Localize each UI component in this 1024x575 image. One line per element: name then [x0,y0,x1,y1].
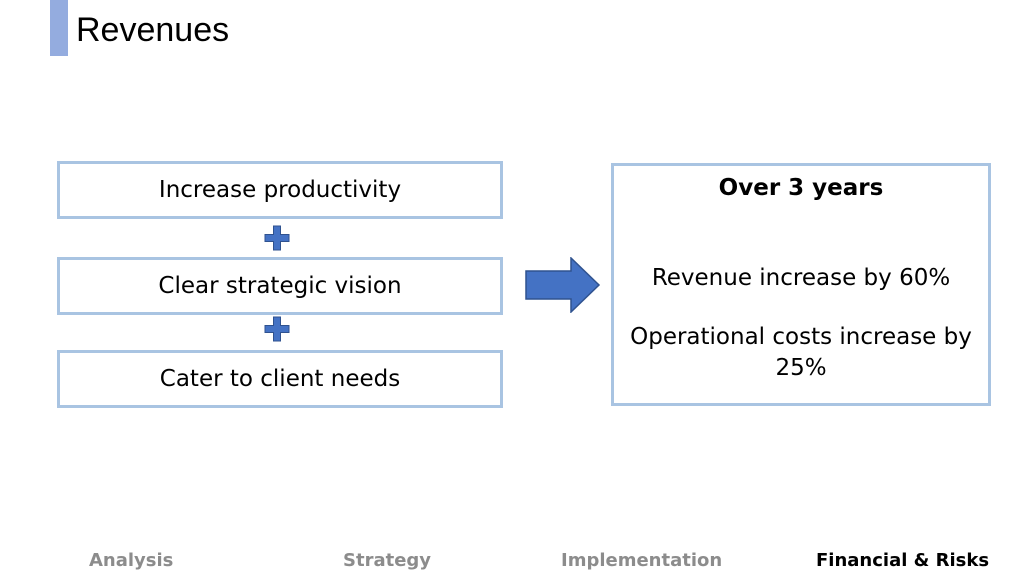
title-accent-bar [50,0,68,56]
input-box-label: Cater to client needs [159,366,401,392]
slide-title: Revenues [76,11,230,49]
input-box-strategic-vision: Clear strategic vision [57,257,503,315]
nav-item-financial-risks[interactable]: Financial & Risks [816,550,990,571]
plus-icon [264,225,290,251]
right-arrow-icon [525,257,601,313]
operational-costs-text: Operational costs increase by 25% [630,324,972,381]
input-box-label: Clear strategic vision [158,273,402,299]
result-heading: Over 3 years [718,175,884,201]
nav-item-implementation[interactable]: Implementation [561,550,723,571]
result-box: Over 3 years Revenue increase by 60% Ope… [611,163,991,406]
input-box-client-needs: Cater to client needs [57,350,503,408]
plus-icon [264,316,290,342]
revenue-increase-text: Revenue increase by 60% [651,265,951,291]
nav-item-analysis[interactable]: Analysis [89,550,174,571]
input-box-productivity: Increase productivity [57,161,503,219]
input-box-label: Increase productivity [158,177,402,203]
nav-item-strategy[interactable]: Strategy [343,550,432,571]
